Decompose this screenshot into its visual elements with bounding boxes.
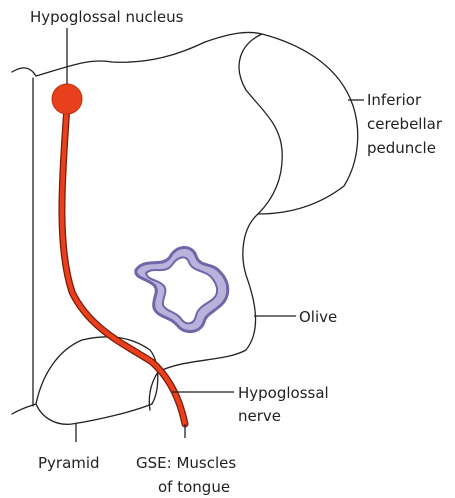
label-olive: Olive — [299, 308, 337, 326]
label-cerebellar: cerebellar — [367, 115, 443, 133]
label-gse-muscles: GSE: Muscles — [136, 454, 236, 472]
label-of-tongue: of tongue — [158, 478, 230, 496]
label-pyramid: Pyramid — [38, 454, 100, 472]
label-inferior: Inferior — [367, 91, 422, 109]
hypoglossal-nucleus-circle — [52, 84, 82, 114]
peduncle-outline — [239, 34, 282, 214]
label-nerve: nerve — [238, 407, 281, 425]
label-hypoglossal: Hypoglossal — [238, 384, 329, 402]
label-peduncle: peduncle — [367, 139, 436, 157]
label-hypoglossal-nucleus: Hypoglossal nucleus — [30, 8, 184, 26]
